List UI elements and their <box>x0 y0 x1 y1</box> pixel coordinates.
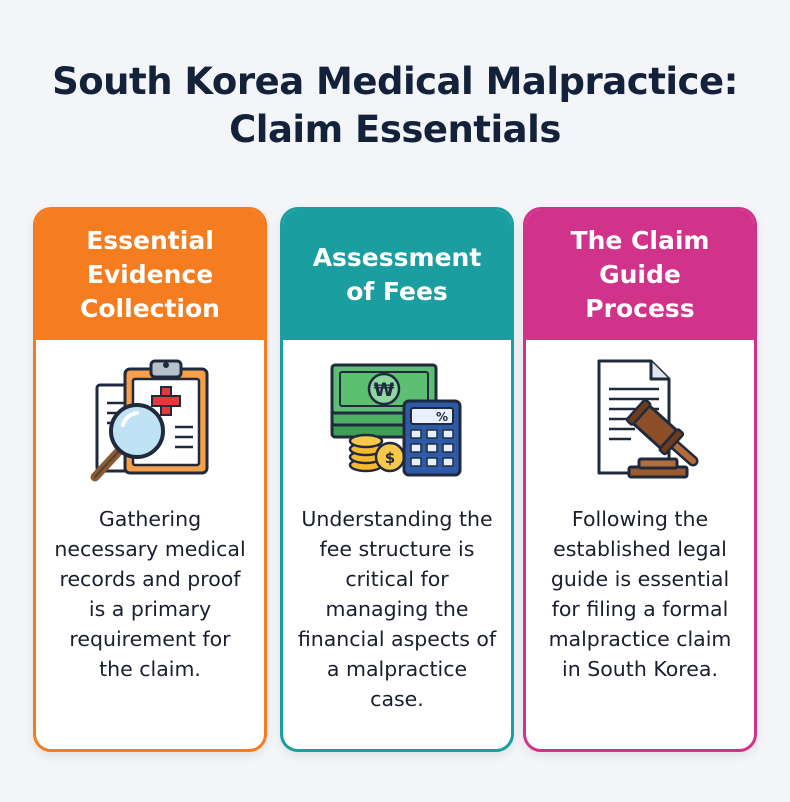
percent-symbol: % <box>436 410 448 424</box>
card-heading-line: Collection <box>80 294 220 323</box>
page-title-line-2: Claim Essentials <box>229 108 561 151</box>
card-heading: Essential Evidence Collection <box>36 210 264 340</box>
card-heading-line: Essential <box>86 226 214 255</box>
dollar-symbol: $ <box>385 449 395 467</box>
card-heading-line: Evidence <box>86 260 214 289</box>
card-heading-line: of Fees <box>346 277 448 306</box>
clipboard-magnifier-icon <box>36 340 264 500</box>
card-claim-guide-process: The Claim Guide Process <box>523 207 757 752</box>
document-gavel-icon <box>526 340 754 500</box>
card-heading: The Claim Guide Process <box>526 210 754 340</box>
card-heading-line: Assessment <box>312 243 482 272</box>
card-description: Following the established legal guide is… <box>548 507 732 681</box>
currency-symbol: ₩ <box>374 379 395 401</box>
card-heading-line: Guide <box>599 260 681 289</box>
card-evidence-collection: Essential Evidence Collection <box>33 207 267 752</box>
card-description: Gathering necessary medical records and … <box>54 507 246 681</box>
card-assessment-of-fees: Assessment of Fees ₩ $ % <box>280 207 514 752</box>
card-heading-line: The Claim <box>570 226 710 255</box>
card-heading: Assessment of Fees <box>283 210 511 340</box>
card-description: Understanding the fee structure is criti… <box>297 507 497 711</box>
money-calculator-icon: ₩ $ % <box>283 340 511 500</box>
card-heading-line: Process <box>585 294 695 323</box>
page-title-line-1: South Korea Medical Malpractice: <box>52 60 738 103</box>
page-title: South Korea Medical Malpractice: Claim E… <box>0 58 790 154</box>
